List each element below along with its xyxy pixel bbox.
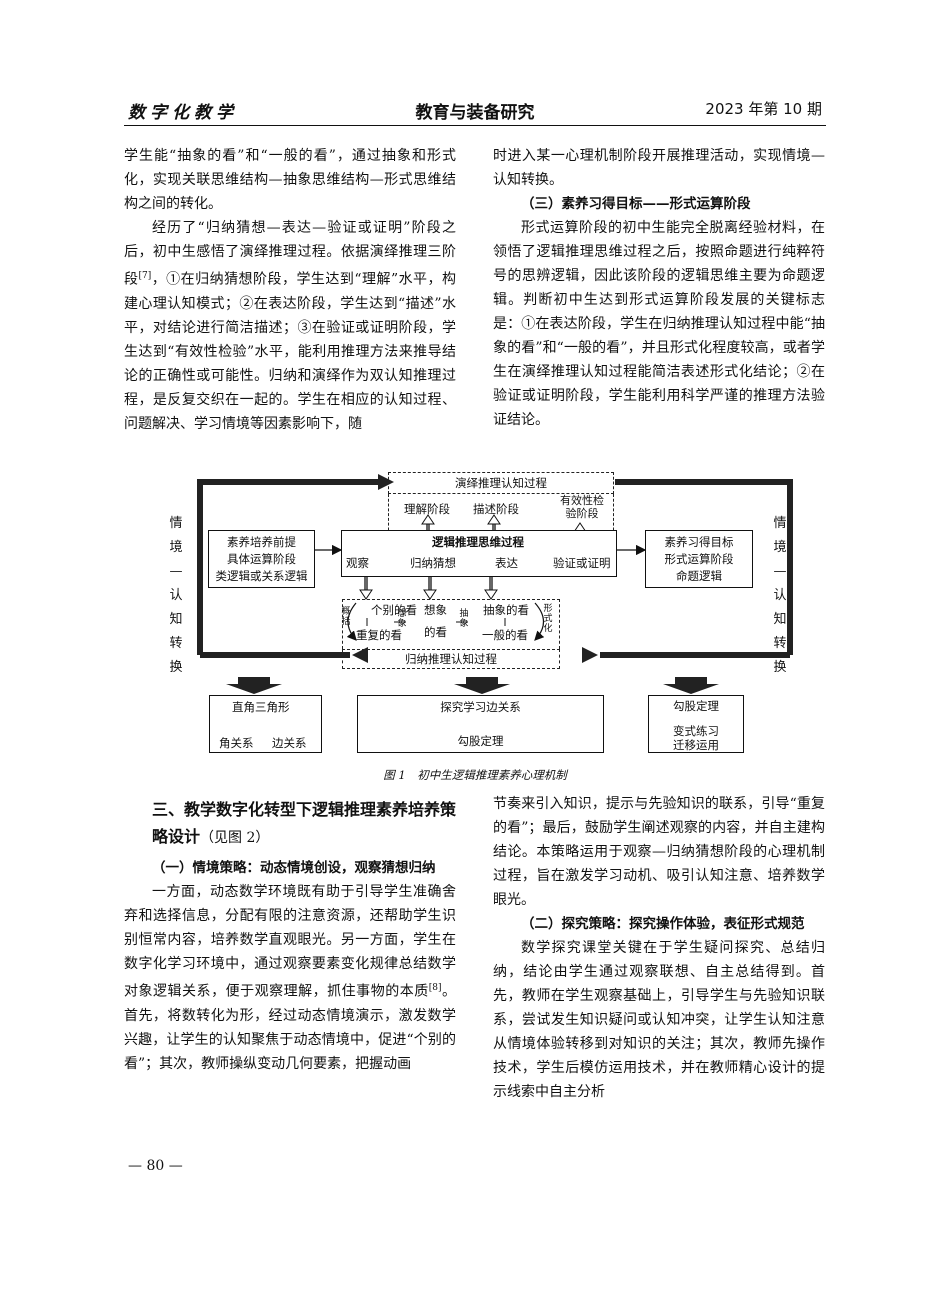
look-repeat: 重复的看	[356, 628, 402, 642]
tag-abstract: 抽象	[459, 609, 469, 629]
explore-box	[357, 695, 604, 753]
journal-title: 教育与装备研究	[415, 103, 535, 123]
side-label-left: 情境—认知转换	[169, 516, 183, 675]
inductive-stages-box	[342, 599, 560, 649]
citation: [7]	[138, 271, 152, 281]
look-imagine: 想象	[424, 603, 447, 617]
tag-imagine: 想象	[397, 609, 407, 629]
subsection-heading: （三）素养习得目标——形式运算阶段	[521, 196, 751, 212]
stage-validity: 有效性检验阶段	[560, 494, 604, 520]
pythagoras-title: 勾股定理	[673, 699, 719, 713]
section-heading: 三、教学数字化转型下逻辑推理素养培养策略设计（见图 2）	[152, 800, 457, 846]
pythagoras-box	[648, 695, 744, 753]
paragraph: 一方面，动态数学环境既有助于引导学生准确舍弃和选择信息，分配有限的注意资源，还帮…	[124, 884, 457, 1072]
paragraph: 数学探究课堂关键在于学生疑问探究、总结归纳，结论由学生通过观察联想、自主总结得到…	[493, 940, 825, 1100]
subsection-heading: （一）情境策略：动态情境创设，观察猜想归纳	[152, 860, 436, 876]
paragraph: 形式运算阶段的初中生能完全脱离经验材料，在领悟了逻辑推理思维过程之后，按照命题进…	[493, 220, 825, 428]
transfer-apply: 迁移运用	[673, 738, 719, 752]
journal-issue: 2023 年第 10 期	[705, 100, 822, 118]
citation: [8]	[428, 983, 442, 993]
right-triangle-title: 直角三角形	[232, 700, 290, 714]
look-general: 一般的看	[482, 628, 528, 642]
logic-process-box	[341, 530, 617, 577]
flow-verify: 验证或证明	[553, 556, 611, 570]
journal-section-title: 数字化教学	[128, 103, 238, 123]
stage-understand: 理解阶段	[404, 502, 450, 516]
subsection-heading: （二）探究策略：探究操作体验，表征形式规范	[521, 916, 805, 932]
page-number: — 80 —	[128, 1158, 183, 1174]
figure-caption: 图 1 初中生逻辑推理素养心理机制	[383, 768, 567, 782]
deductive-title-box	[388, 472, 614, 494]
angle-relation: 角关系	[219, 736, 254, 750]
paragraph: 学生能“抽象的看”和“一般的看”，通过抽象和形式化，实现关联思维结构—抽象思维结…	[124, 148, 456, 212]
variant-practice: 变式练习	[673, 724, 719, 738]
right-column-top: 时进入某一心理机制阶段开展推理活动，实现情境—认知转换。 （三）素养习得目标——…	[493, 144, 825, 432]
goal-box: 素养习得目标形式运算阶段命题逻辑	[645, 530, 753, 588]
right-triangle-box	[209, 695, 322, 753]
paragraph: 经历了“归纳猜想—表达—验证或证明”阶段之后，初中生感悟了演绎推理过程。依据演绎…	[124, 220, 456, 432]
inductive-title: 归纳推理认知过程	[405, 652, 497, 666]
right-column-bottom: 节奏来引入知识，提示与先验知识的联系，引导“重复的看”；最后，鼓励学生阐述观察的…	[493, 792, 825, 1104]
prerequisite-box: 素养培养前提具体运算阶段类逻辑或关系逻辑	[208, 530, 315, 588]
explore-sub: 勾股定理	[457, 734, 504, 748]
logic-process-title: 逻辑推理思维过程	[432, 535, 524, 549]
flow-express: 表达	[495, 556, 518, 570]
side-label-right: 情境—认知转换	[773, 516, 787, 675]
look-imagined: 的看	[424, 625, 447, 639]
explore-title: 探究学习边关系	[440, 700, 521, 714]
deductive-title: 演绎推理认知过程	[455, 476, 547, 490]
paragraph: 节奏来引入知识，提示与先验知识的联系，引导“重复的看”；最后，鼓励学生阐述观察的…	[493, 796, 825, 908]
look-individual: 个别的看	[371, 603, 417, 617]
tag-summary: 概括	[341, 607, 351, 627]
stage-describe: 描述阶段	[473, 502, 519, 516]
header-rule	[124, 125, 826, 126]
left-column-bottom: 三、教学数字化转型下逻辑推理素养培养策略设计（见图 2） （一）情境策略：动态情…	[124, 796, 456, 1076]
tag-formal: 形式化	[543, 604, 553, 634]
flow-observe: 观察	[346, 556, 369, 570]
look-abstract: 抽象的看	[483, 603, 529, 617]
inductive-title-box	[342, 649, 560, 669]
side-relation: 边关系	[272, 736, 307, 750]
flow-induction: 归纳猜想	[410, 556, 456, 570]
paragraph: 时进入某一心理机制阶段开展推理活动，实现情境—认知转换。	[493, 148, 825, 188]
left-column-top: 学生能“抽象的看”和“一般的看”，通过抽象和形式化，实现关联思维结构—抽象思维结…	[124, 144, 456, 436]
